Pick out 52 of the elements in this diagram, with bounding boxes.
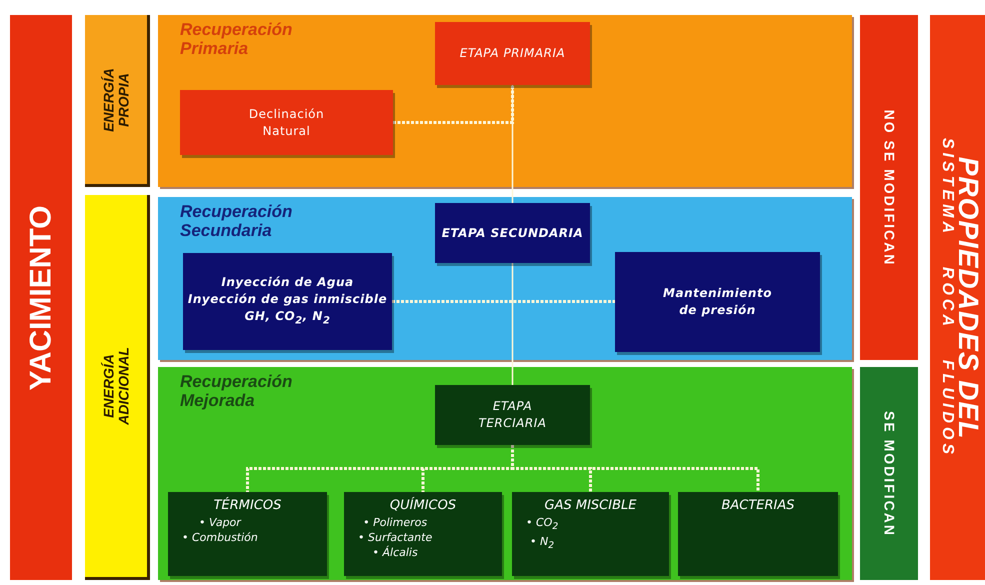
stage-box (435, 22, 590, 85)
band-label: ENERGÍA ADICIONAL (101, 346, 131, 427)
method-box (678, 492, 838, 576)
bullet-item: • N$_{2}$ (529, 534, 556, 554)
method-box (168, 492, 327, 576)
section-heading: Recuperación Mejorada (180, 372, 294, 410)
method-box (615, 252, 820, 352)
method-box (512, 492, 669, 576)
dotted-connector (393, 85, 514, 124)
stage-box (435, 203, 590, 263)
stage-panel (158, 367, 852, 580)
section-heading: Recuperación Primaria (180, 20, 294, 58)
band-label: PROPIEDADES DEL (953, 156, 984, 439)
band-label: SISTEMA ROCA FLUIDOS (938, 137, 956, 458)
bullet-item: • CO$_{2}$ (526, 515, 558, 534)
category-heading: TÉRMICOS (214, 498, 282, 513)
box-label: Inyección de gas inmiscible (186, 290, 388, 308)
stage-panel (158, 197, 852, 360)
energy-band (85, 195, 150, 580)
stage-box (435, 385, 590, 445)
stage-panel (158, 15, 852, 187)
bullet-item: • Combustión (182, 530, 258, 545)
connector-line (512, 85, 514, 203)
dotted-connector (392, 300, 615, 303)
bullet-item: • Surfactante (358, 530, 432, 545)
box-label: Mantenimiento de presión (662, 285, 773, 319)
side-band (10, 15, 72, 580)
side-band (930, 15, 985, 580)
category-heading: BACTERIAS (721, 498, 795, 513)
band-label: ENERGÍA PROPIA (101, 66, 131, 134)
box-label: Inyección de Agua (220, 274, 355, 291)
box-label: ETAPA PRIMARIA (458, 45, 566, 62)
box-label: GH, CO$_{2}$, N$_{2}$ (244, 308, 332, 328)
method-box (180, 90, 393, 155)
band-label: SE MODIFICAN (882, 410, 896, 536)
box-label: ETAPA TERCIARIA (478, 398, 548, 432)
energy-band (85, 15, 150, 187)
bullet-item: • Vapor (198, 515, 242, 530)
section-heading: Recuperación Secundaria (180, 202, 294, 240)
method-box (344, 492, 502, 576)
method-box (183, 253, 392, 350)
category-heading: GAS MISCIBLE (544, 498, 636, 513)
side-band (860, 15, 918, 360)
side-band (860, 367, 918, 580)
box-label: Declinación Natural (248, 106, 326, 140)
category-heading: QUÍMICOS (390, 498, 456, 513)
bullet-item: • Álcalis (372, 545, 419, 560)
bullet-item: • Polimeros (362, 515, 428, 530)
connector-line (512, 263, 514, 385)
box-label: ETAPA SECUNDARIA (440, 224, 584, 242)
band-label: YACIMIENTO (25, 204, 57, 390)
band-label: NO SE MODIFICAN (882, 109, 896, 266)
